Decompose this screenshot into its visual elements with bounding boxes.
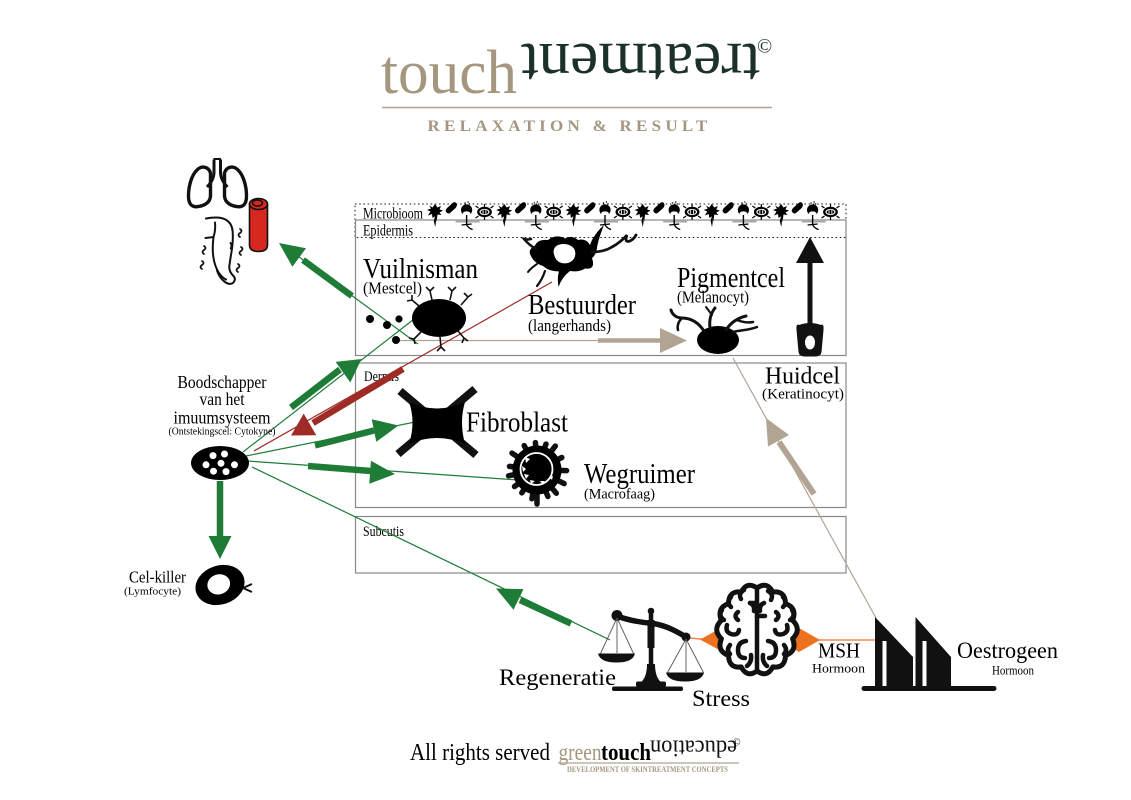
svg-text:(langerhands): (langerhands): [528, 316, 611, 335]
svg-text:(Melanocyt): (Melanocyt): [677, 288, 749, 307]
svg-text:Epidermis: Epidermis: [363, 223, 413, 240]
svg-text:Microbioom: Microbioom: [363, 206, 423, 223]
svg-text:Pigmentcel: Pigmentcel: [677, 262, 785, 294]
svg-text:(Macrofaag): (Macrofaag): [584, 487, 655, 503]
svg-text:Bestuurder: Bestuurder: [528, 289, 636, 321]
svg-text:van het: van het: [200, 389, 245, 409]
svg-text:Stress: Stress: [692, 686, 750, 711]
svg-text:Boodschapper: Boodschapper: [178, 372, 267, 392]
svg-text:Cel-killer: Cel-killer: [129, 568, 186, 587]
svg-text:Fibroblast: Fibroblast: [466, 407, 568, 439]
svg-text:green: green: [559, 740, 602, 766]
svg-text:Wegruimer: Wegruimer: [584, 458, 695, 490]
svg-text:Oestrogeen: Oestrogeen: [957, 638, 1058, 663]
svg-text:touch: touch: [601, 740, 651, 766]
svg-text:(Lymfocyte): (Lymfocyte): [124, 586, 181, 598]
svg-text:Hormoon: Hormoon: [992, 663, 1034, 678]
svg-text:Regeneratie: Regeneratie: [499, 665, 616, 690]
svg-text:All rights served: All rights served: [410, 740, 550, 766]
svg-text:treatment: treatment: [521, 30, 760, 98]
svg-text:(Keratinocyt): (Keratinocyt): [762, 387, 844, 403]
svg-text:Huidcel: Huidcel: [765, 364, 840, 390]
svg-text:(Ontstekingscel: Cytokyne): (Ontstekingscel: Cytokyne): [169, 427, 276, 438]
svg-text:touch: touch: [381, 39, 517, 107]
svg-text:Hormoon: Hormoon: [812, 661, 866, 676]
svg-text:RELAXATION & RESULT: RELAXATION & RESULT: [428, 118, 712, 135]
svg-text:©: ©: [733, 738, 741, 749]
svg-text:MSH: MSH: [818, 639, 860, 663]
svg-text:(Mestcel): (Mestcel): [363, 279, 422, 298]
svg-text:DEVELOPMENT OF SKINTREATMENT C: DEVELOPMENT OF SKINTREATMENT CONCEPTS: [567, 764, 728, 774]
svg-text:education: education: [650, 735, 737, 761]
svg-text:Vuilnisman: Vuilnisman: [363, 253, 478, 285]
svg-text:imuumsysteem: imuumsysteem: [174, 408, 271, 428]
svg-text:©: ©: [757, 36, 772, 58]
